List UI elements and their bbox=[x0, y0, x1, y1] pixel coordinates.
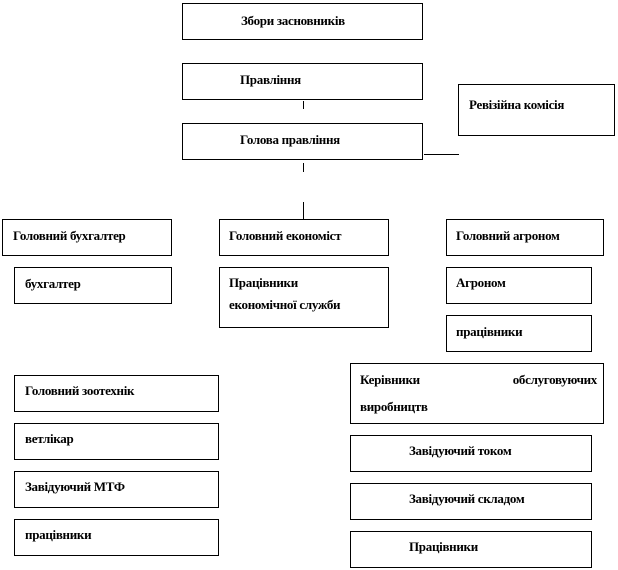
board-label: Правління bbox=[240, 72, 301, 87]
chief-zootechnician-box: Головний зоотехнік bbox=[14, 375, 219, 412]
accountant-label: бухгалтер bbox=[25, 276, 81, 291]
dairy-farm-manager-box: Завідуючий МТФ bbox=[14, 471, 219, 508]
warehouse-manager-label: Завідуючий складом bbox=[409, 491, 525, 506]
chief-agronomist-label: Головний агроном bbox=[456, 228, 560, 243]
board-head-label: Голова правління bbox=[240, 132, 340, 147]
connector-line bbox=[303, 101, 304, 109]
connector-line bbox=[424, 154, 459, 155]
service-heads-label-word1: Керівники bbox=[360, 372, 420, 387]
founders-meeting-box: Збори засновників bbox=[182, 3, 423, 40]
audit-commission-label: Ревізійна комісія bbox=[469, 97, 565, 112]
service-workers-box: Працівники bbox=[350, 531, 592, 568]
connector-line bbox=[303, 202, 304, 219]
board-box: Правління bbox=[182, 63, 423, 100]
chief-economist-label: Головний економіст bbox=[229, 228, 342, 243]
agronomist-label: Агроном bbox=[456, 275, 506, 290]
accountant-box: бухгалтер bbox=[14, 267, 172, 304]
threshing-floor-manager-box: Завідуючий током bbox=[350, 435, 592, 472]
economic-staff-label-line2: економічної служби bbox=[229, 297, 341, 312]
agronomy-workers-box: працівники bbox=[446, 315, 592, 352]
warehouse-manager-box: Завідуючий складом bbox=[350, 483, 592, 520]
veterinarian-box: ветлікар bbox=[14, 423, 219, 460]
service-heads-label-line2: виробництв bbox=[360, 399, 428, 414]
audit-commission-box: Ревізійна комісія bbox=[458, 84, 615, 136]
service-heads-box: Керівники обслуговуючих виробництв bbox=[350, 363, 604, 424]
agronomy-workers-label: працівники bbox=[456, 324, 523, 339]
founders-meeting-label: Збори засновників bbox=[241, 13, 345, 28]
board-head-box: Голова правління bbox=[182, 123, 423, 160]
livestock-workers-box: працівники bbox=[14, 519, 219, 556]
chief-accountant-box: Головний бухгалтер bbox=[2, 219, 172, 256]
agronomist-box: Агроном bbox=[446, 267, 592, 304]
chief-accountant-label: Головний бухгалтер bbox=[13, 228, 126, 243]
chief-zootechnician-label: Головний зоотехнік bbox=[25, 383, 135, 398]
economic-staff-box: Працівники економічної служби bbox=[219, 267, 389, 328]
chief-economist-box: Головний економіст bbox=[219, 219, 389, 256]
livestock-workers-label: працівники bbox=[25, 527, 92, 542]
service-heads-label-word2: обслуговуючих bbox=[512, 372, 598, 387]
dairy-farm-manager-label: Завідуючий МТФ bbox=[25, 479, 125, 494]
service-workers-label: Працівники bbox=[409, 539, 478, 554]
threshing-floor-manager-label: Завідуючий током bbox=[409, 443, 512, 458]
veterinarian-label: ветлікар bbox=[25, 431, 74, 446]
connector-line bbox=[303, 163, 304, 172]
chief-agronomist-box: Головний агроном bbox=[446, 219, 604, 256]
economic-staff-label-line1: Працівники bbox=[229, 275, 298, 290]
